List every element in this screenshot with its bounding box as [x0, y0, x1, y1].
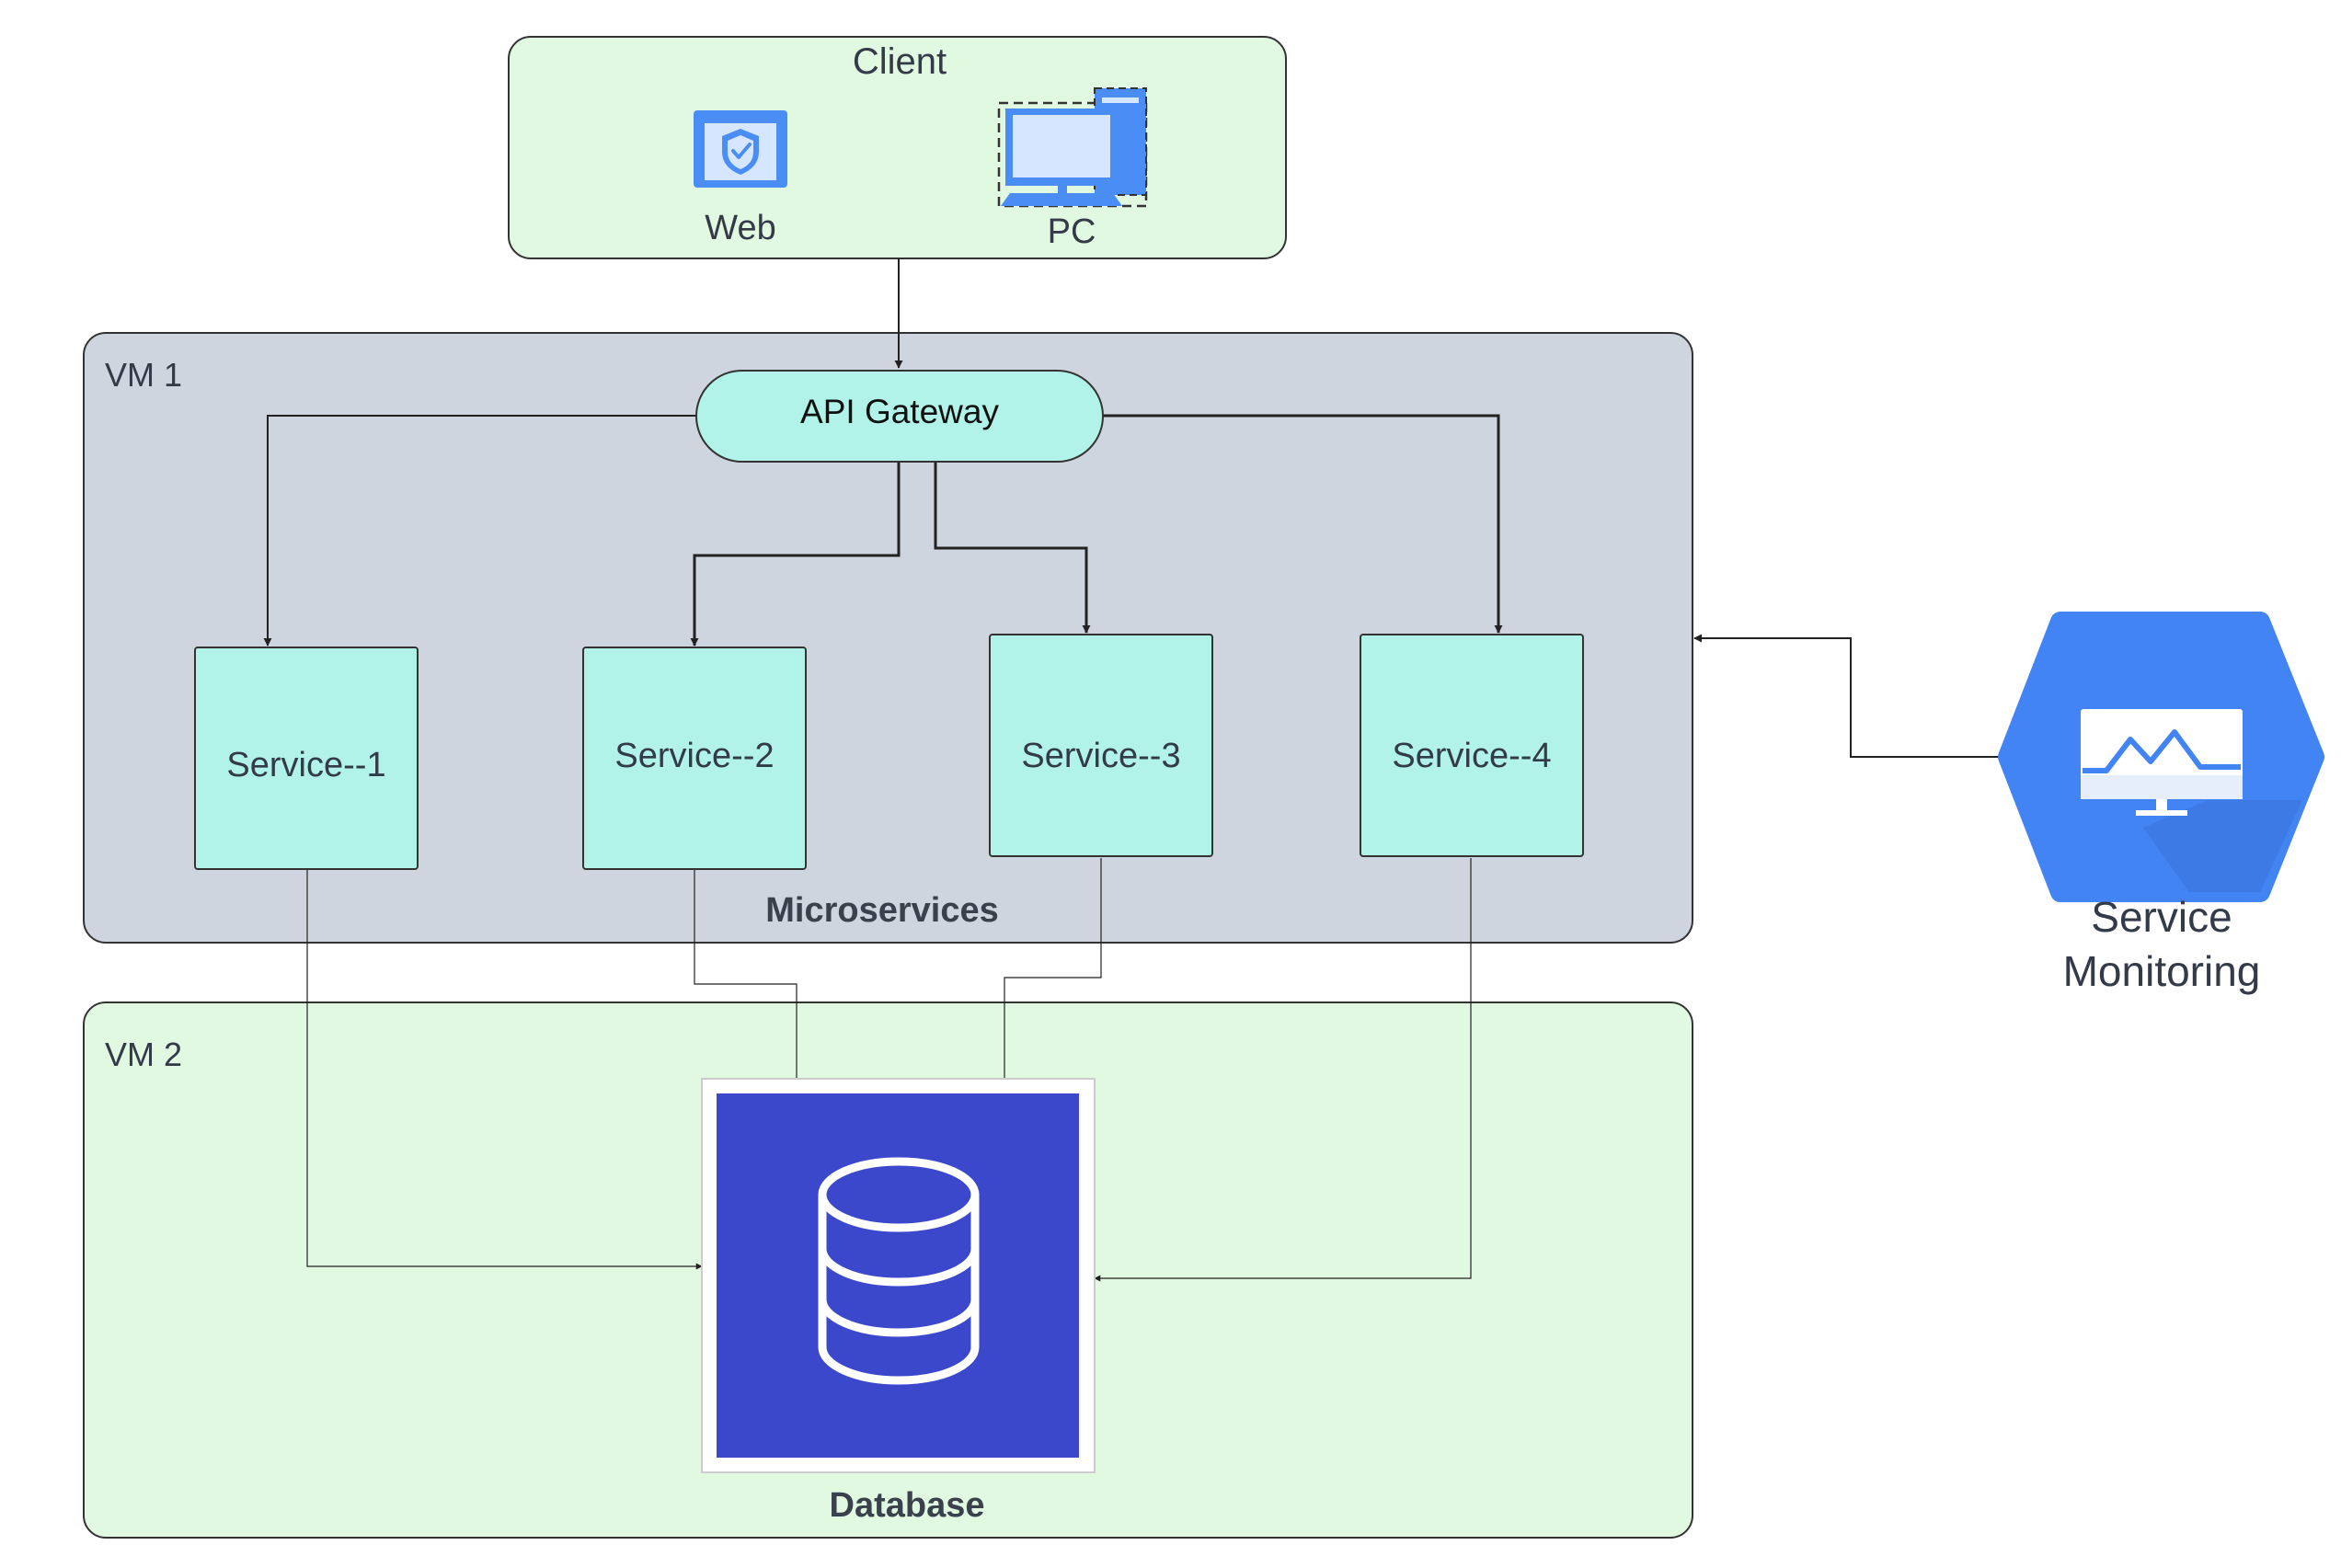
- web-label: Web: [705, 209, 775, 247]
- desktop-computer-icon: [997, 87, 1148, 208]
- api-gateway[interactable]: [695, 370, 1104, 463]
- service-4-box[interactable]: [1360, 634, 1584, 857]
- gateway-to-service1-arrow: [263, 415, 696, 647]
- service4-to-database-arrow: [1094, 858, 1472, 1282]
- monitoring-label-line1: Service: [2091, 893, 2232, 941]
- connectors: [263, 258, 2008, 1282]
- gateway-to-service4-arrow: [1102, 414, 1503, 634]
- service-1-box[interactable]: [194, 647, 419, 870]
- monitoring-to-vm1-arrow: [1693, 634, 2008, 758]
- service-1-label: Service--1: [226, 746, 385, 784]
- service1-to-database-arrow: [306, 869, 703, 1270]
- service3-to-database-arrow: [1001, 858, 1102, 1093]
- monitor-chart-icon[interactable]: [1998, 612, 2324, 902]
- service-3-box[interactable]: [989, 634, 1213, 857]
- gateway-to-service3-arrow: [934, 462, 1091, 634]
- client-title: Client: [853, 41, 947, 82]
- service2-to-database-arrow: [694, 869, 800, 1093]
- pc-label: PC: [1048, 212, 1096, 251]
- microservices-label: Microservices: [765, 891, 999, 930]
- database-cylinder-icon[interactable]: [701, 1078, 1096, 1473]
- service-2-label: Service--2: [614, 737, 774, 775]
- service-2-box[interactable]: [582, 647, 807, 870]
- vm1-title: VM 1: [105, 356, 182, 394]
- vm1-box[interactable]: [83, 332, 1693, 944]
- service-3-label: Service--3: [1021, 737, 1180, 775]
- vm2-title: VM 2: [105, 1036, 182, 1073]
- database-label: Database: [830, 1486, 985, 1525]
- gateway-to-service2-arrow: [690, 462, 901, 647]
- web-shield-icon: [694, 110, 787, 188]
- monitoring-label-line2: Monitoring: [2063, 947, 2261, 995]
- service-4-label: Service--4: [1392, 737, 1551, 775]
- api-gateway-label: API Gateway: [800, 393, 999, 430]
